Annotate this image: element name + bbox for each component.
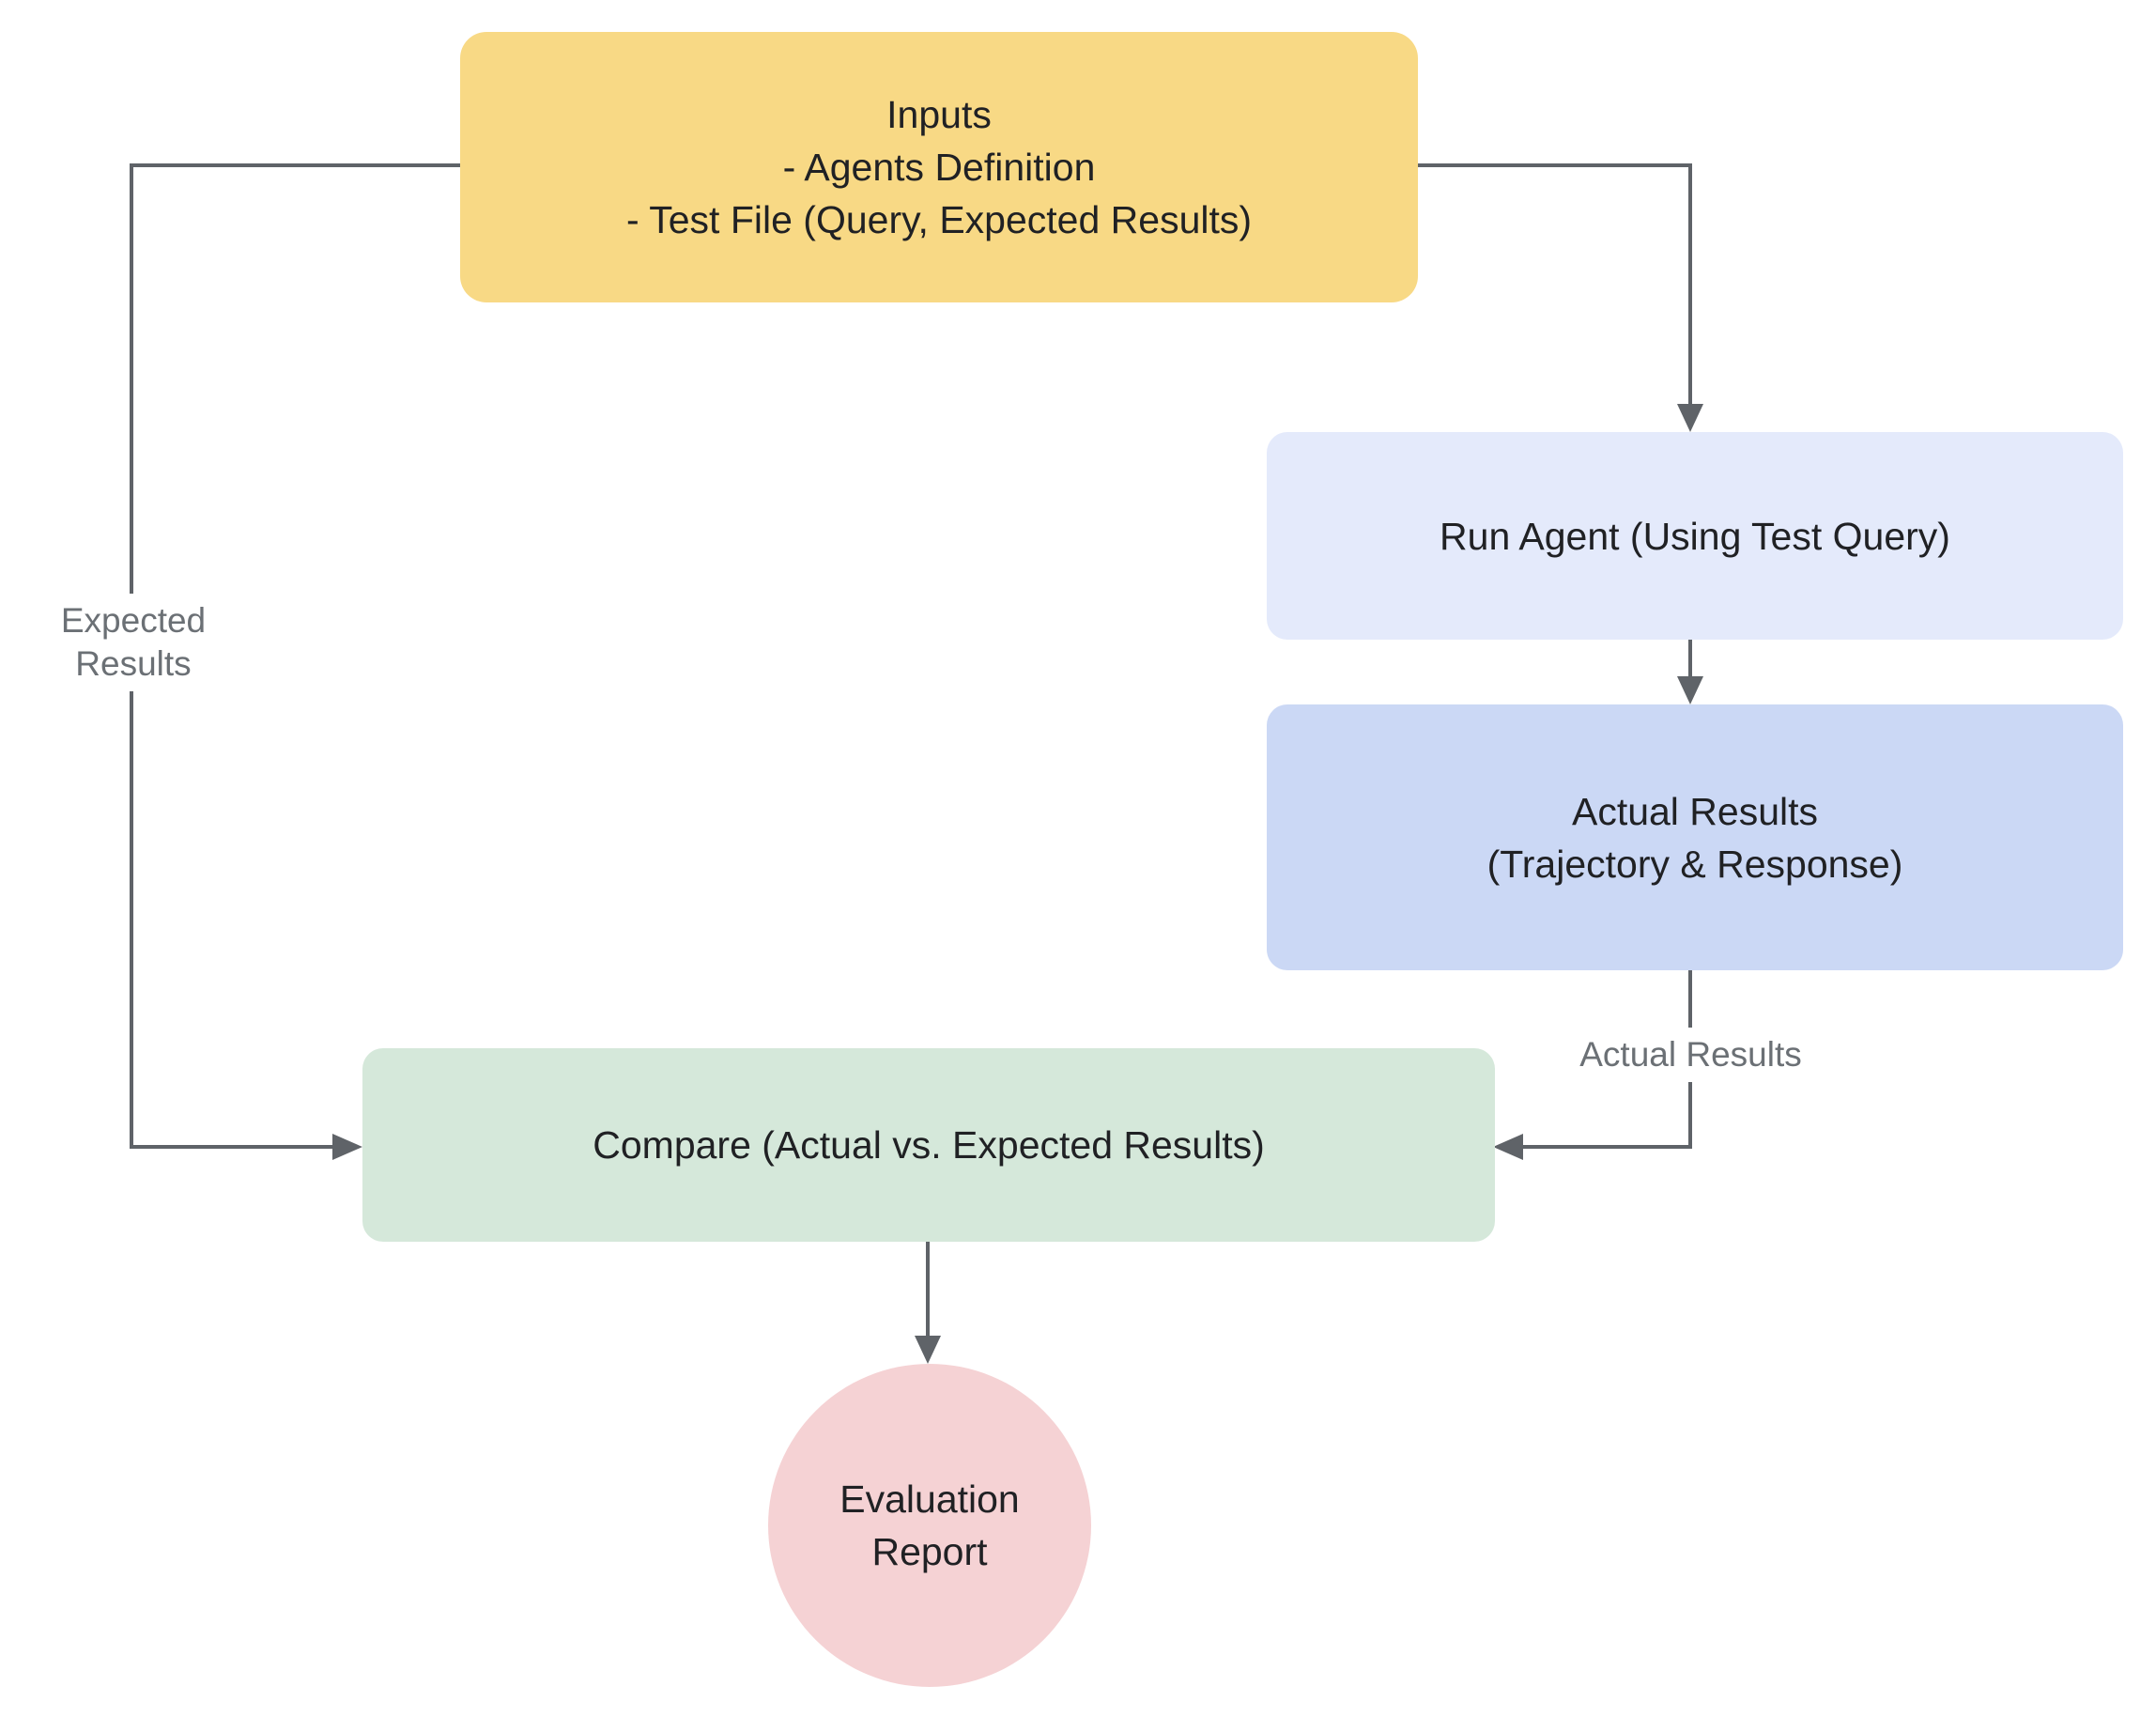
arrowhead-into-run-agent — [1677, 404, 1703, 432]
edge-inputs-to-run-agent-top-segment — [1405, 163, 1692, 167]
edge-label-actual-results: Actual Results — [1529, 1028, 1853, 1082]
node-run-agent-label: Run Agent (Using Test Query) — [1440, 514, 1950, 558]
edge-compare-to-evaluation-segment — [926, 1242, 930, 1338]
node-compare-label: Compare (Actual vs. Expected Results) — [593, 1123, 1265, 1167]
arrowhead-into-evaluation-report — [915, 1336, 941, 1364]
node-inputs: Inputs - Agents Definition - Test File (… — [460, 32, 1418, 302]
node-compare: Compare (Actual vs. Expected Results) — [362, 1048, 1495, 1242]
node-inputs-line-2: - Agents Definition — [782, 146, 1096, 189]
node-inputs-line-3: - Test File (Query, Expected Results) — [625, 198, 1253, 241]
node-run-agent: Run Agent (Using Test Query) — [1267, 432, 2123, 640]
node-actual-results-line-1: Actual Results — [1571, 789, 1819, 833]
edge-inputs-to-compare-top-segment — [130, 163, 466, 167]
node-actual-results-line-2: (Trajectory & Response) — [1486, 842, 1903, 886]
node-evaluation-report: Evaluation Report — [768, 1364, 1091, 1687]
node-evaluation-report-line-2: Report — [871, 1530, 988, 1573]
edge-inputs-to-compare-bottom-segment — [130, 1145, 334, 1149]
arrowhead-into-compare-right — [1493, 1134, 1523, 1160]
arrowhead-into-compare-left — [332, 1134, 362, 1160]
edge-run-agent-to-actual-results-segment — [1688, 640, 1692, 678]
edge-label-expected-results: Expected Results — [30, 594, 237, 691]
arrowhead-into-actual-results — [1677, 676, 1703, 704]
node-inputs-line-1: Inputs — [886, 93, 992, 136]
node-actual-results: Actual Results (Trajectory & Response) — [1267, 704, 2123, 970]
edge-actual-results-to-compare-horizontal-segment — [1522, 1145, 1692, 1149]
edge-inputs-to-run-agent-vertical-segment — [1688, 163, 1692, 406]
node-evaluation-report-line-1: Evaluation — [839, 1477, 1020, 1521]
